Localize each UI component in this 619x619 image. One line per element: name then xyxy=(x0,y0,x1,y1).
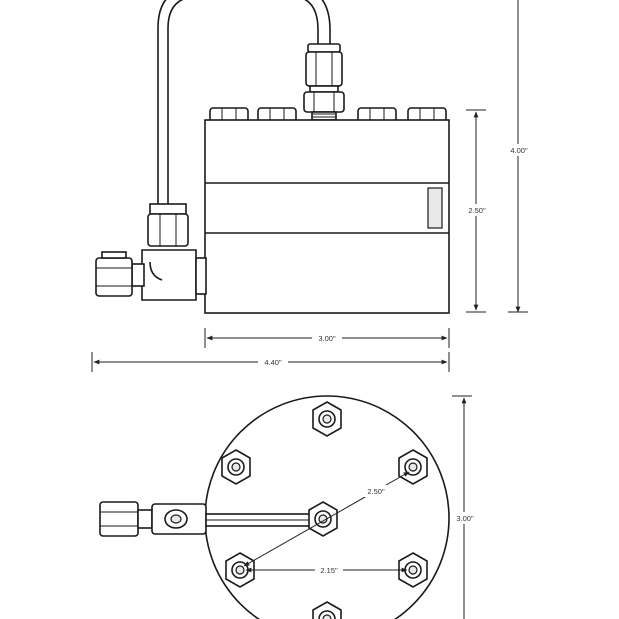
dim-bolt-circle: 2.50" xyxy=(243,471,410,567)
bolt-hex-center xyxy=(308,501,338,537)
label-bolt-circle: 2.50" xyxy=(367,487,385,496)
top-fitting xyxy=(303,43,345,121)
bolt-hex-bottom xyxy=(312,601,342,619)
dim-width-total: 4.40" xyxy=(91,352,450,372)
dim-bolt-spacing: 2.15" xyxy=(245,564,408,576)
label-flange-diameter: 3.00" xyxy=(456,514,474,523)
top-view: 2.50" 2.15" 3.00" xyxy=(99,395,480,619)
bolt-hex-top xyxy=(312,401,342,437)
tubing xyxy=(157,0,331,206)
dim-flange-diameter: 3.00" xyxy=(450,395,480,619)
dim-width-body: 3.00" xyxy=(204,328,450,348)
bolt-heads-top xyxy=(209,107,447,123)
label-height-body: 2.50" xyxy=(468,206,486,215)
label-width-total: 4.40" xyxy=(264,358,282,367)
label-height-total: 4.00" xyxy=(510,146,528,155)
label-bolt-spacing: 2.15" xyxy=(320,566,338,575)
label-width-body: 3.00" xyxy=(318,334,336,343)
side-tee-fitting xyxy=(95,203,207,301)
side-view: 4.00" 2.50" 3.00" 4.40" xyxy=(91,0,534,372)
dim-height-body: 2.50" xyxy=(464,109,490,313)
bolt-hex-upper-left xyxy=(221,449,251,485)
body-block xyxy=(204,119,450,314)
dim-height-total: 4.00" xyxy=(506,0,534,313)
bolt-hex-upper-right xyxy=(398,449,428,485)
